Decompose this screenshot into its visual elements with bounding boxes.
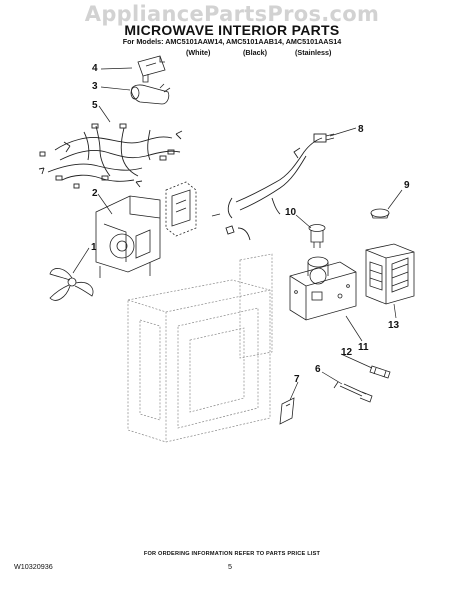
models-line: For Models: AMC5101AAW14, AMC5101AAB14, … (122, 37, 342, 46)
part-6-lamp (333, 381, 373, 403)
callout-2: 2 (92, 188, 98, 199)
part-11-bracket (289, 256, 357, 321)
part-10-thermostat (308, 224, 326, 248)
variant-stainless: (Stainless) (295, 48, 332, 57)
callout-9: 9 (404, 180, 410, 191)
page-title: MICROWAVE INTERIOR PARTS (124, 22, 340, 38)
ordering-note: FOR ORDERING INFORMATION REFER TO PARTS … (143, 551, 321, 557)
variant-black: (Black) (243, 48, 267, 57)
page-number: 5 (228, 562, 232, 571)
callout-6: 6 (315, 364, 321, 375)
callout-12: 12 (341, 347, 353, 358)
part-8-wire-harness (211, 133, 335, 241)
part-5-wire-harness (38, 123, 183, 189)
callout-8: 8 (358, 124, 364, 135)
part-13-transformer (365, 243, 415, 305)
callout-4: 4 (92, 63, 98, 74)
part-3-capacitor (130, 83, 171, 105)
callout-7: 7 (294, 374, 300, 385)
watermark: AppliancePartsPros.com (84, 2, 380, 26)
callout-11: 11 (358, 342, 369, 353)
callout-13: 13 (388, 320, 400, 331)
oven-cavity (127, 253, 273, 443)
variant-white: (White) (186, 48, 211, 57)
part-12-fuse (369, 365, 391, 379)
part-7-terminal (279, 397, 295, 425)
callout-10: 10 (285, 207, 297, 218)
callout-1: 1 (91, 242, 97, 253)
document-id: W10320936 (14, 562, 53, 571)
part-4-bracket (137, 55, 166, 83)
leader-lines (72, 67, 403, 401)
callout-5: 5 (92, 100, 98, 111)
callout-3: 3 (92, 81, 98, 92)
part-2-fan-bracket (95, 181, 197, 278)
part-9-cap (370, 208, 390, 219)
part-1-fan-blade (49, 268, 94, 301)
